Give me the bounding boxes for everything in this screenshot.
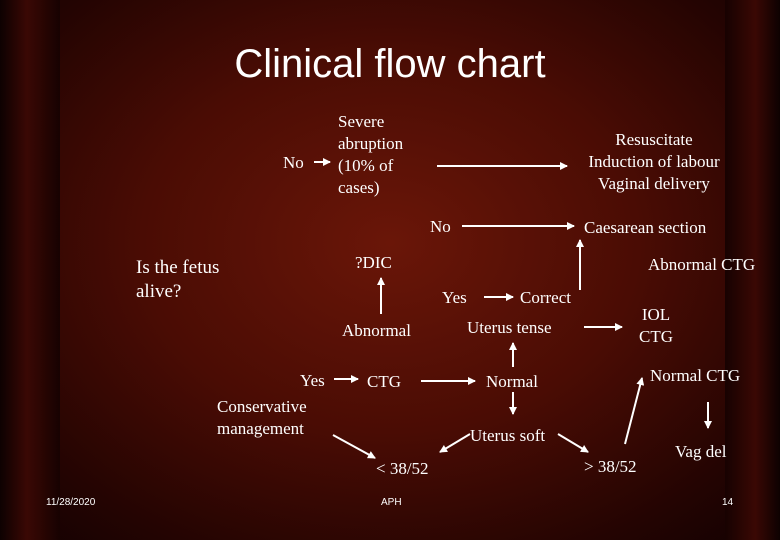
node-gt-38-52: > 38/52: [584, 457, 637, 476]
conservative-line-1: Conservative: [217, 397, 307, 416]
node-resuscitate: Resuscitate Induction of labour Vaginal …: [569, 129, 739, 195]
node-lt-38-52: < 38/52: [376, 459, 429, 478]
node-no-top: No: [283, 153, 304, 172]
resuscitate-line-1: Resuscitate: [615, 130, 693, 149]
node-no-middle: No: [430, 217, 451, 236]
arrow-soft-to-lt: [439, 433, 471, 453]
node-vag-del: Vag del: [675, 442, 727, 461]
arrow-gt-to-normal-ctg: [624, 377, 645, 445]
curtain-fold-right: [725, 0, 780, 540]
node-normal: Normal: [486, 372, 538, 391]
node-uterus-soft: Uterus soft: [470, 426, 546, 445]
node-yes-left: Yes: [300, 371, 325, 390]
footer-page-number: 14: [722, 497, 734, 508]
footer-date: 11/28/2020: [46, 497, 96, 508]
resuscitate-line-3: Vaginal delivery: [598, 174, 710, 193]
arrow-conservative-to-lt: [332, 434, 376, 459]
node-caesarean-section: Caesarean section: [584, 218, 707, 237]
node-is-fetus-alive: Is the fetus alive?: [136, 257, 220, 302]
curtain-fold-left: [0, 0, 60, 540]
node-abnormal: Abnormal: [342, 321, 411, 340]
arrow-soft-to-gt: [557, 433, 589, 453]
ctg-line: CTG: [639, 327, 673, 346]
conservative-line-2: management: [217, 419, 304, 438]
node-iol-ctg: IOL CTG: [630, 304, 682, 348]
slide-title: Clinical flow chart: [234, 42, 546, 86]
node-yes-middle: Yes: [442, 288, 467, 307]
node-abnormal-ctg-right: Abnormal CTG: [648, 255, 756, 274]
node-severe-abruption: Severe abruption (10% of cases): [338, 112, 404, 197]
resuscitate-line-2: Induction of labour: [588, 152, 720, 171]
node-conservative-management: Conservative management: [217, 396, 307, 440]
node-uterus-tense: Uterus tense: [467, 318, 552, 337]
footer-author: APH: [381, 497, 402, 508]
iol-line: IOL: [641, 305, 671, 324]
node-ctg: CTG: [367, 372, 401, 391]
node-dic: ?DIC: [355, 253, 392, 272]
node-normal-ctg: Normal CTG: [650, 366, 741, 385]
node-correct: Correct: [520, 288, 571, 307]
